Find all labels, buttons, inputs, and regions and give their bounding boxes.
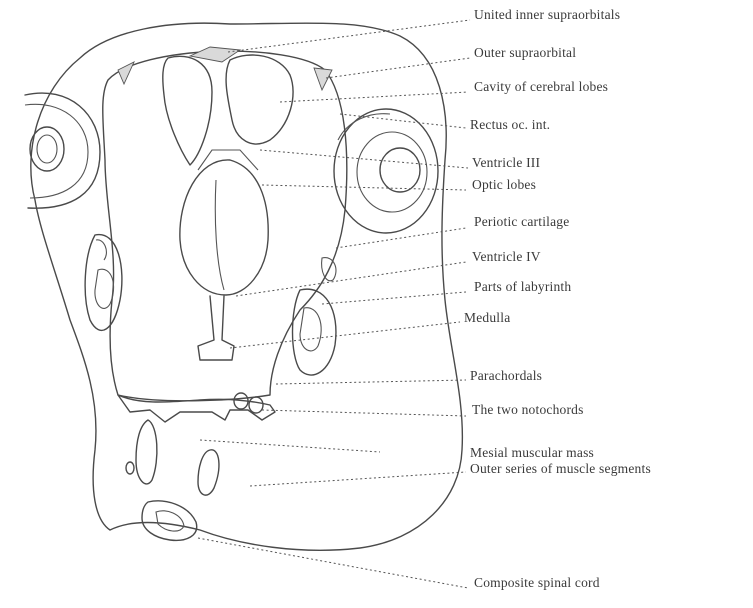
optic-lobes (180, 160, 268, 295)
mesial-muscle-right (198, 450, 219, 495)
label-mesial-muscular-mass: Mesial muscular mass (470, 445, 594, 461)
left-eye (25, 93, 100, 208)
label-two-notochords: The two notochords (472, 402, 584, 418)
label-medulla: Medulla (464, 310, 510, 326)
label-parts-of-labyrinth: Parts of labyrinth (474, 279, 571, 295)
brain-case (103, 51, 347, 401)
label-optic-lobes: Optic lobes (472, 177, 536, 193)
mesial-muscle-left (136, 420, 157, 484)
notochord-right (249, 397, 263, 413)
label-outer-supraorbital: Outer supraorbital (474, 45, 576, 61)
inner-supraorbital-shape (190, 47, 240, 62)
outer-supraorbital-shape (314, 68, 332, 90)
label-rectus-oc-int: Rectus oc. int. (470, 117, 550, 133)
label-outer-series-muscle-segments: Outer series of muscle segments (470, 461, 651, 477)
label-cavity-of-cerebral-lobes: Cavity of cerebral lobes (474, 79, 608, 95)
leader-lines (198, 20, 470, 588)
label-ventricle-iv: Ventricle IV (472, 249, 541, 265)
label-ventricle-iii: Ventricle III (472, 155, 540, 171)
label-parachordals: Parachordals (470, 368, 542, 384)
cerebral-lobe-left (163, 56, 212, 165)
label-united-inner-supraorbitals: United inner supraorbitals (474, 7, 620, 23)
label-composite-spinal-cord: Composite spinal cord (474, 575, 600, 591)
spinal-cord (142, 501, 197, 540)
periotic-right (293, 258, 336, 375)
cerebral-lobe-right (226, 55, 293, 144)
periotic-left (85, 235, 122, 331)
right-eye (334, 109, 438, 233)
label-periotic-cartilage: Periotic cartilage (474, 214, 569, 230)
